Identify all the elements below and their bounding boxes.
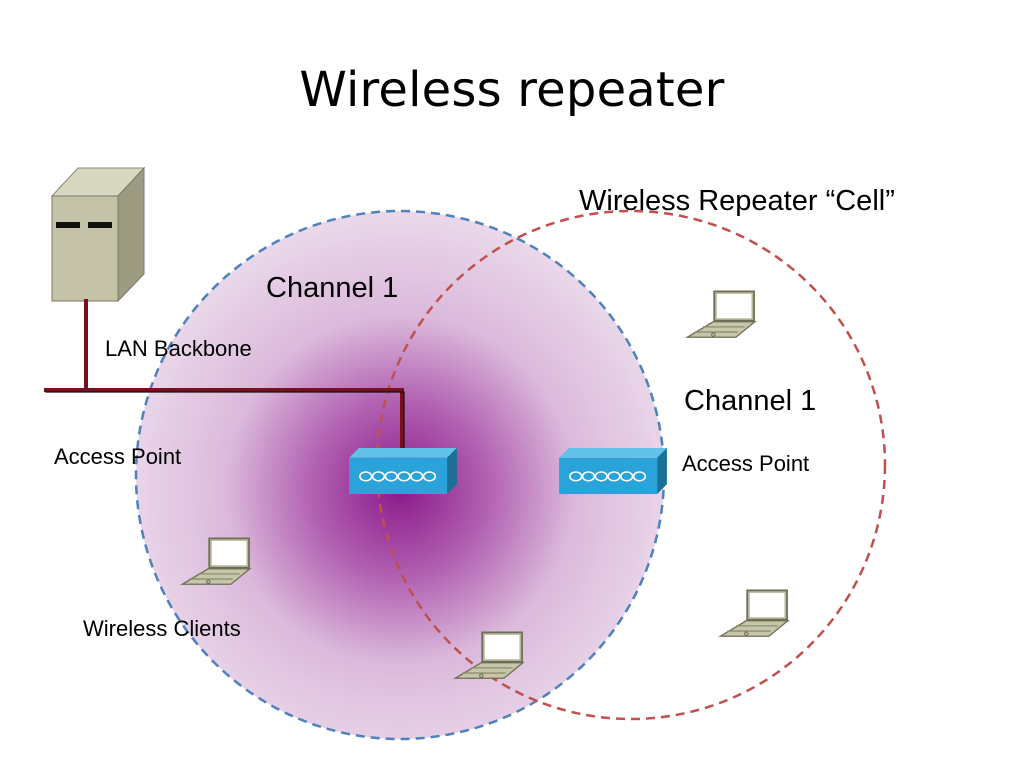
channel-label-left: Channel 1: [266, 272, 399, 304]
channel-label-right: Channel 1: [684, 385, 817, 417]
server-icon: [50, 166, 146, 303]
access-point-label-left: Access Point: [54, 444, 182, 469]
access-point-label-right: Access Point: [682, 451, 810, 476]
repeater-cell-label: Wireless Repeater “Cell”: [579, 185, 895, 217]
wireless-clients-label: Wireless Clients: [83, 616, 241, 641]
laptop-icon: [686, 289, 756, 338]
access-point-icon: [349, 448, 457, 495]
lan-backbone-cable: [44, 299, 405, 454]
repeater-access-point-icon: [559, 448, 667, 495]
laptop-icon: [719, 588, 789, 637]
slide-title: Wireless repeater: [299, 62, 725, 118]
lan-backbone-label: LAN Backbone: [105, 336, 252, 361]
